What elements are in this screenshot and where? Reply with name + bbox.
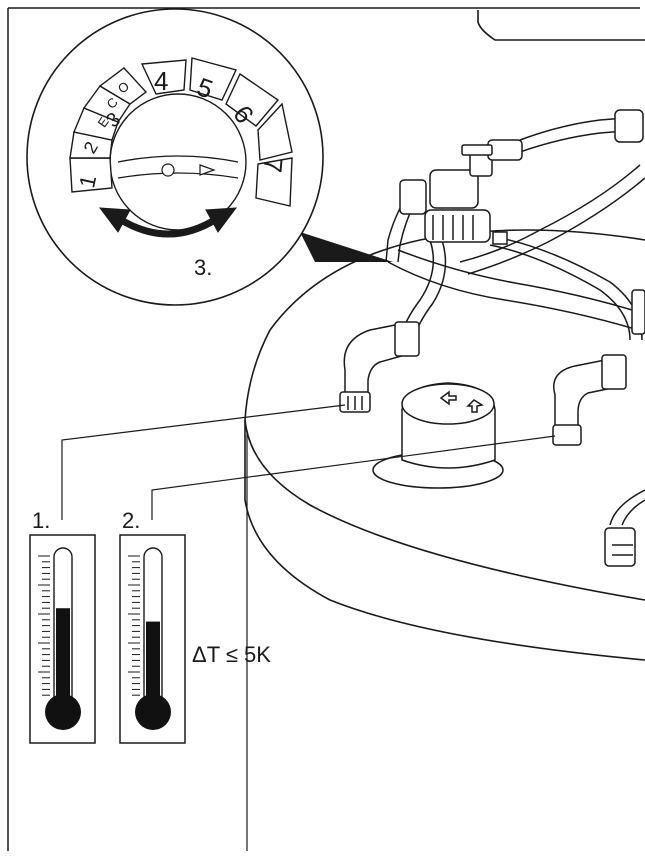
dial-label-4: 4: [154, 66, 168, 96]
thermometer-1: [29, 534, 96, 744]
frame: [7, 7, 640, 851]
dial-label-1: 1: [74, 173, 101, 190]
dial-label-7: 7: [257, 157, 288, 174]
valve-assembly: [399, 109, 644, 245]
thermometer-2: [119, 534, 186, 744]
step-1-label: 1.: [32, 508, 50, 533]
tick-marks-2: [128, 555, 140, 696]
delta-t-label: ΔT ≤ 5K: [192, 642, 271, 667]
dial-indicator-arrow: [199, 164, 216, 176]
mercury-column-1: [56, 608, 70, 712]
elbow-fitting-right: [552, 354, 627, 446]
rotation-arrow: [98, 207, 238, 238]
dial-segment-ring: [69, 57, 293, 207]
elbow-fitting-left: [339, 321, 420, 413]
dial-indicator-circle: [161, 163, 175, 177]
leader-lines: [61, 404, 556, 520]
mercury-column-2: [146, 621, 160, 712]
step-3-label: 3.: [194, 255, 212, 280]
tick-marks-1: [38, 555, 50, 696]
side-connectors: [604, 289, 645, 567]
step-2-label: 2.: [122, 508, 140, 533]
